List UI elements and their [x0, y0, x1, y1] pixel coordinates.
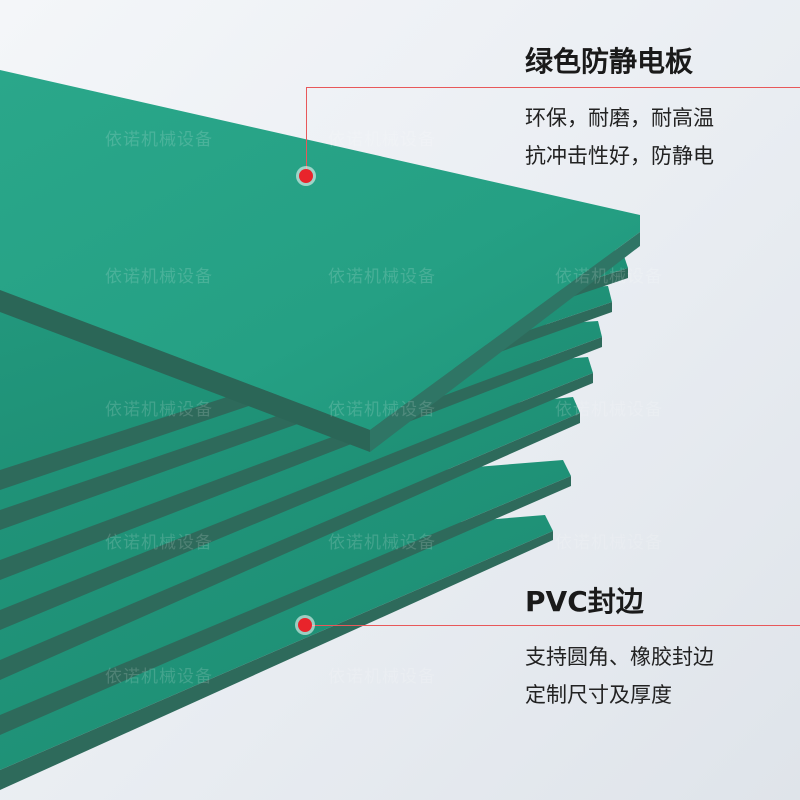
leader-line: [306, 87, 800, 88]
leader-line: [306, 87, 307, 175]
callout-line: 环保，耐磨，耐高温: [525, 106, 714, 130]
sheet-top: [0, 70, 640, 452]
marker-dot: [299, 169, 313, 183]
marker-dot: [298, 618, 312, 632]
callout-line: 定制尺寸及厚度: [525, 683, 672, 707]
callout-line: 抗冲击性好，防静电: [525, 144, 714, 168]
callout-title: 绿色防静电板: [525, 45, 694, 78]
callout-line: 支持圆角、橡胶封边: [525, 645, 714, 669]
leader-line: [305, 625, 800, 626]
callout-title: PVC封边: [525, 585, 644, 618]
